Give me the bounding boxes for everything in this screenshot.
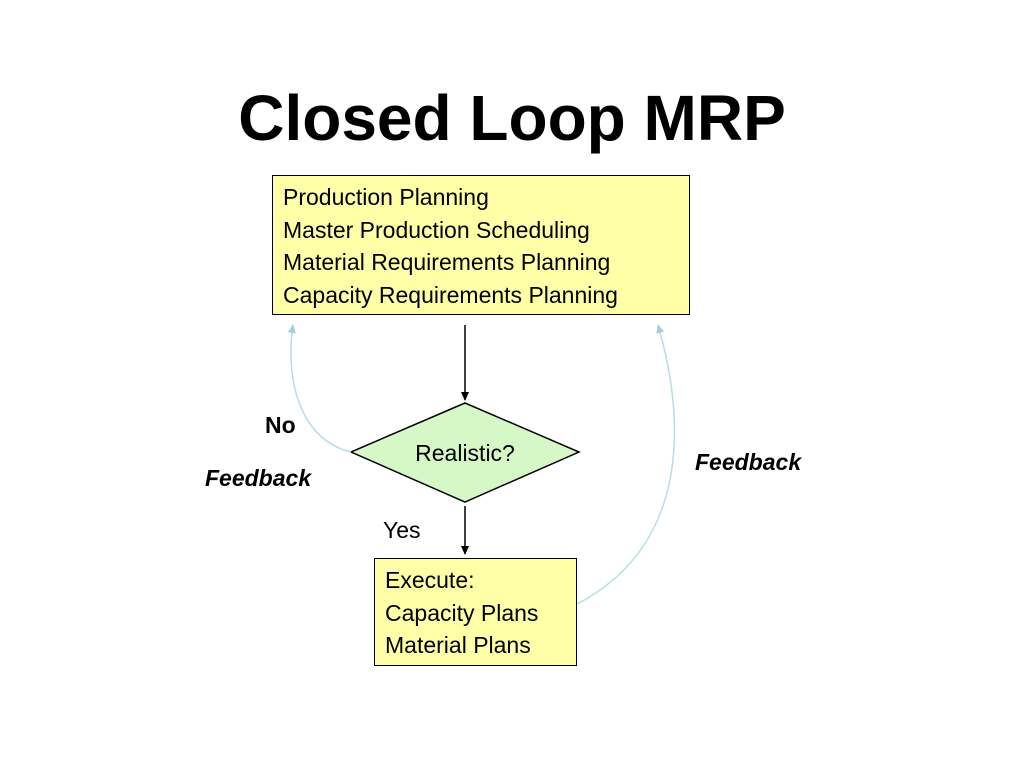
no-label: No xyxy=(265,412,296,438)
planning-line: Master Production Scheduling xyxy=(283,216,590,243)
arrow-execute-feedback xyxy=(576,324,676,605)
execute-box: Execute: Capacity Plans Material Plans xyxy=(374,558,577,666)
planning-line: Production Planning xyxy=(283,184,489,210)
arrow-no-feedback xyxy=(287,324,352,453)
execute-line: Material Plans xyxy=(385,632,531,658)
planning-line: Capacity Requirements Planning xyxy=(283,281,618,308)
feedback-left-label: Feedback xyxy=(205,465,312,491)
decision-label: Realistic? xyxy=(415,440,515,466)
decision-diamond xyxy=(349,402,581,503)
slide-title: Closed Loop MRP xyxy=(238,82,786,154)
yes-label: Yes xyxy=(383,517,421,543)
execute-line: Capacity Plans xyxy=(385,599,539,626)
planning-line: Material Requirements Planning xyxy=(283,249,611,275)
feedback-right-label: Feedback xyxy=(695,449,802,475)
planning-box: Production Planning Master Production Sc… xyxy=(272,175,690,315)
execute-line: Execute: xyxy=(385,567,475,593)
